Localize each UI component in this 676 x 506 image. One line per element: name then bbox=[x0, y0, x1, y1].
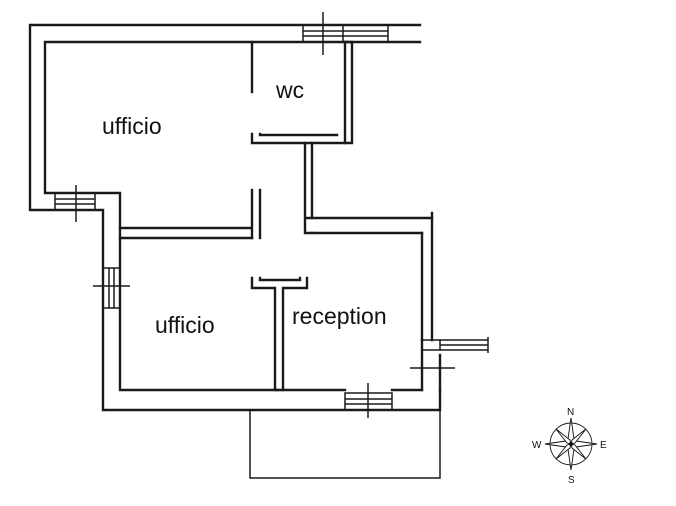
compass-west-label: W bbox=[532, 440, 542, 451]
room-label-reception: reception bbox=[292, 303, 387, 329]
window-bottom bbox=[344, 383, 393, 418]
compass-east-label: E bbox=[600, 440, 607, 451]
room-label-ufficio-lower: ufficio bbox=[155, 312, 215, 338]
compass-north-label: N bbox=[567, 407, 574, 418]
outer-walls bbox=[28, 23, 442, 412]
window-right bbox=[410, 337, 489, 369]
compass-south-label: S bbox=[568, 475, 575, 486]
compass-star-icon bbox=[544, 417, 598, 471]
room-label-ufficio-upper: ufficio bbox=[102, 113, 162, 139]
interior-walls bbox=[118, 40, 354, 392]
terrace bbox=[249, 410, 441, 479]
compass-rose: N E S W bbox=[532, 407, 607, 486]
window-left-lower bbox=[93, 267, 130, 309]
window-left-upper bbox=[54, 185, 96, 222]
window-top bbox=[302, 12, 389, 55]
room-label-wc: wc bbox=[275, 77, 304, 103]
